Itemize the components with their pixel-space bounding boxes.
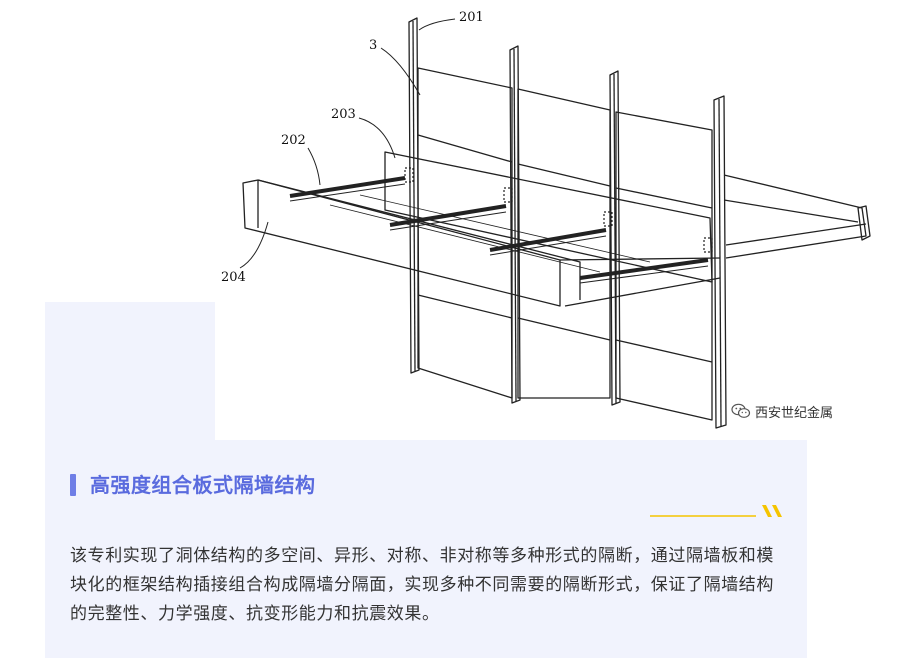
section-title: 高强度组合板式隔墙结构 [90, 473, 316, 497]
heading-accent-bar [70, 474, 76, 496]
patent-figure: 201 3 203 202 204 [215, 0, 902, 440]
watermark-text: 西安世纪金属 [755, 405, 834, 421]
label-202: 202 [281, 133, 306, 148]
label-203: 203 [331, 107, 356, 122]
label-3: 3 [369, 38, 378, 53]
patent-drawing [239, 17, 871, 429]
yellow-decoration [650, 505, 782, 517]
label-204: 204 [221, 270, 246, 285]
label-201: 201 [459, 10, 484, 25]
section-body: 该专利实现了洞体结构的多空间、异形、对称、非对称等多种形式的隔断，通过隔墙板和模… [70, 546, 774, 624]
wechat-icon [731, 403, 751, 418]
watermark: 西安世纪金属 [731, 401, 833, 421]
